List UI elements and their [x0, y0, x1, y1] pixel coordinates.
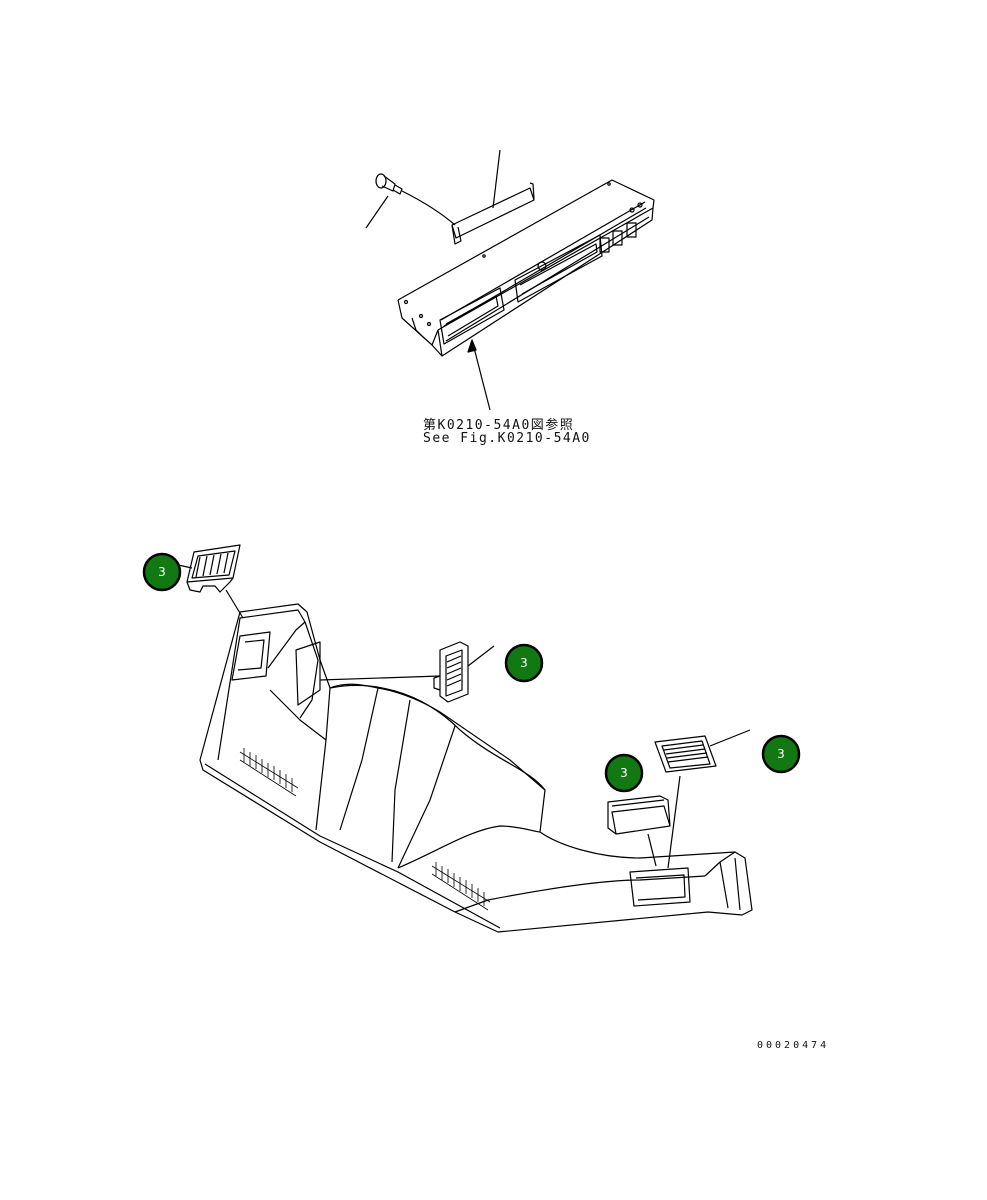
hatched-label-left: [239, 748, 299, 797]
callout-2: 3: [504, 643, 544, 683]
console-cover-assembly: [199, 603, 753, 933]
reference-text-en: See Fig.K0210-54A0: [423, 431, 591, 446]
cover-plate-part: [451, 182, 535, 245]
callout-4-label: 3: [777, 747, 785, 761]
callout-3: 3: [604, 753, 644, 793]
callout-1-label: 3: [158, 565, 166, 579]
drawing-number: 00020474: [757, 1040, 830, 1051]
vent-grille-right-lower: [607, 795, 671, 867]
console-panel-assembly: [365, 149, 655, 411]
bolt-part: [375, 173, 456, 226]
console-cover-outline: [199, 603, 753, 933]
upper-leader-line: [492, 149, 501, 209]
callout-2-label: 3: [520, 656, 528, 670]
bolt-leader-line: [365, 195, 389, 229]
reference-arrow: [467, 339, 491, 411]
hatched-label-right: [431, 862, 491, 911]
callout-4: 3: [761, 734, 801, 774]
reference-text-jp: 第K0210-54A0図参照: [423, 418, 575, 433]
vent-grille-top-left: [186, 544, 244, 619]
callout-3-label: 3: [620, 766, 628, 780]
callout-1: 3: [142, 552, 182, 592]
vent-grille-right-upper: [654, 729, 751, 869]
console-body-part: [397, 179, 655, 357]
vent-grille-center: [319, 641, 495, 703]
